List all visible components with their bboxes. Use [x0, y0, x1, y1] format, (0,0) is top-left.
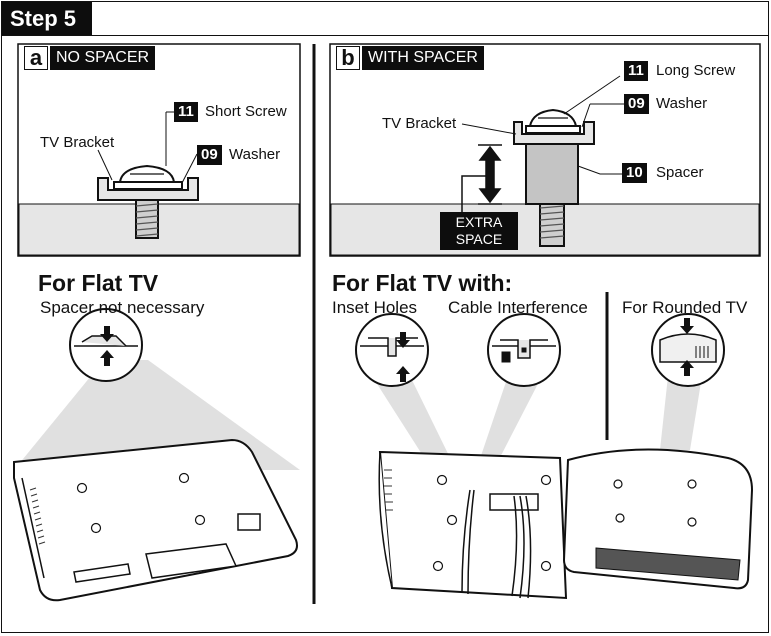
step-header: Step 5 [2, 2, 768, 36]
panel-a-hardware [97, 164, 199, 239]
cable-interference-label: Cable Interference [448, 298, 588, 317]
panel-b-spacer-number: 10 [622, 163, 647, 183]
panel-a-screw-label: Short Screw [205, 103, 287, 120]
inset-holes-label: Inset Holes [332, 298, 418, 317]
panel-a-washer-number: 09 [197, 145, 222, 165]
extra-space-line2: SPACE [455, 231, 503, 247]
panel-b-leaders [461, 75, 624, 175]
panel-b-heading: WITH SPACER [362, 46, 484, 70]
panel-a-letter: a [24, 46, 48, 70]
panel-b-hardware [513, 108, 595, 247]
panel-b-letter: b [336, 46, 360, 70]
panel-a-tv-bracket-label: TV Bracket [40, 134, 115, 151]
panel-a-heading: NO SPACER [50, 46, 156, 70]
panel-b-washer-number: 09 [624, 94, 649, 114]
flat-tv-with-title: For Flat TV with: [332, 270, 513, 296]
extra-space-arrow [461, 144, 502, 212]
rounded-tv-label: For Rounded TV [622, 298, 748, 317]
extra-space-box: EXTRA SPACE [440, 212, 518, 250]
panel-b-screw-label: Long Screw [656, 62, 736, 79]
extra-space-line1: EXTRA [455, 214, 503, 230]
panel-b-tv-bracket-label: TV Bracket [382, 115, 457, 132]
step-title: Step 5 [2, 2, 92, 35]
panel-b-screw-number: 11 [624, 61, 648, 81]
panel-a-screw-number: 11 [174, 102, 198, 122]
flat-tv-drawing [13, 308, 300, 602]
panel-b-washer-label: Washer [656, 95, 708, 112]
flat-tv-subtitle: Spacer not necessary [40, 298, 205, 317]
panel-a-leaders [97, 111, 198, 184]
flat-tv-with-drawing [355, 313, 754, 600]
flat-tv-title: For Flat TV [38, 270, 159, 296]
panel-b-spacer-label: Spacer [656, 164, 704, 181]
panel-a-washer-label: Washer [229, 146, 281, 163]
